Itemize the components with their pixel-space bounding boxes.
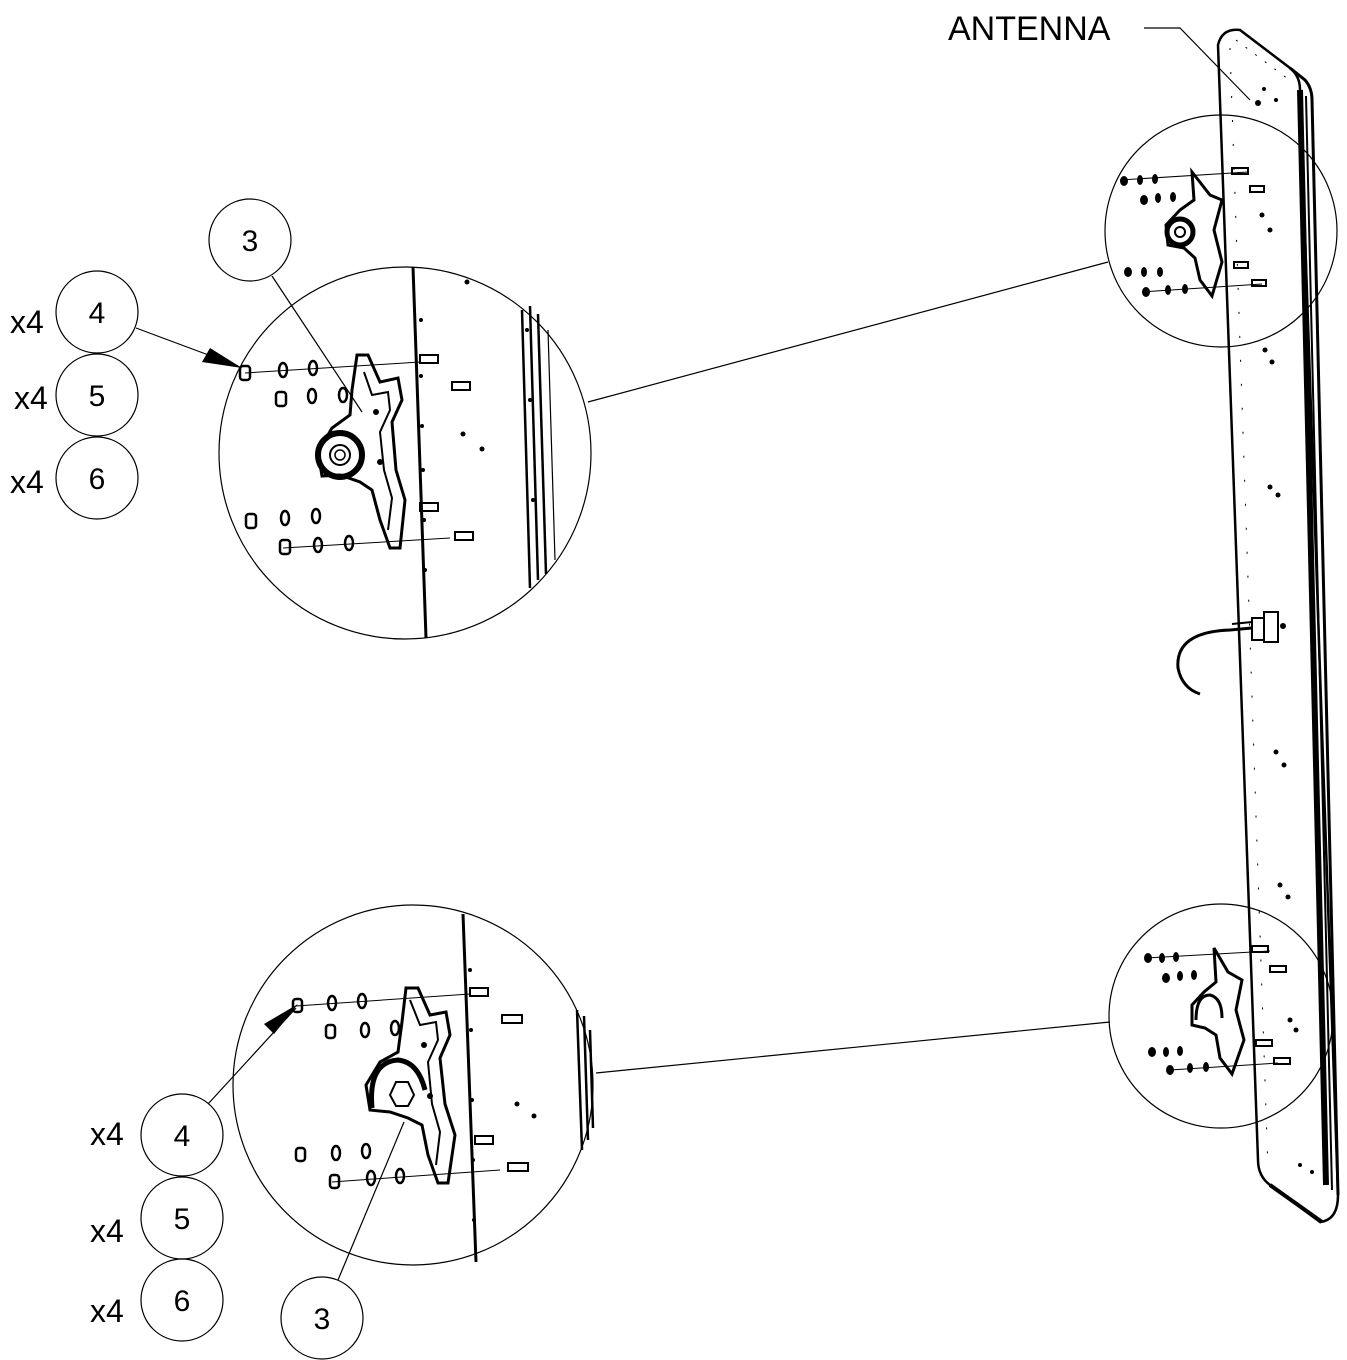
bottom-item-5-qty: x4 xyxy=(90,1213,124,1249)
callout-antenna: ANTENNA xyxy=(948,10,1251,101)
top-item-5-number: 5 xyxy=(89,380,106,413)
top-item-5-qty: x4 xyxy=(14,380,48,416)
antenna-label: ANTENNA xyxy=(948,10,1111,48)
detail-view-top xyxy=(218,266,592,640)
callout-bottom-hardware: 4 5 6 x4 x4 x4 xyxy=(90,1004,298,1342)
top-item-6-qty: x4 xyxy=(10,464,44,500)
detail-connector-bottom xyxy=(595,1021,1111,1074)
bottom-item-3-number: 3 xyxy=(314,1303,331,1336)
callout-top-item-3: 3 xyxy=(208,198,363,413)
callout-top-hardware: 4 5 6 x4 x4 x4 xyxy=(10,270,242,520)
callout-bottom-item-3: 3 xyxy=(280,1121,405,1360)
detail-connector-top xyxy=(587,261,1109,403)
top-item-4-qty: x4 xyxy=(10,304,44,340)
bottom-item-5-number: 5 xyxy=(174,1203,191,1236)
antenna-panel xyxy=(1176,28,1340,1224)
detail-callout-circle-bottom-small xyxy=(1108,903,1334,1129)
top-item-6-number: 6 xyxy=(89,463,106,496)
detail-callout-circle-top-small xyxy=(1104,114,1338,348)
detail-view-bottom xyxy=(232,904,595,1266)
top-item-3-number: 3 xyxy=(242,225,259,258)
bottom-item-4-number: 4 xyxy=(174,1120,191,1153)
bottom-item-4-qty: x4 xyxy=(90,1116,124,1152)
top-item-4-number: 4 xyxy=(89,297,106,330)
bottom-item-6-qty: x4 xyxy=(90,1293,124,1329)
bottom-item-6-number: 6 xyxy=(174,1285,191,1318)
